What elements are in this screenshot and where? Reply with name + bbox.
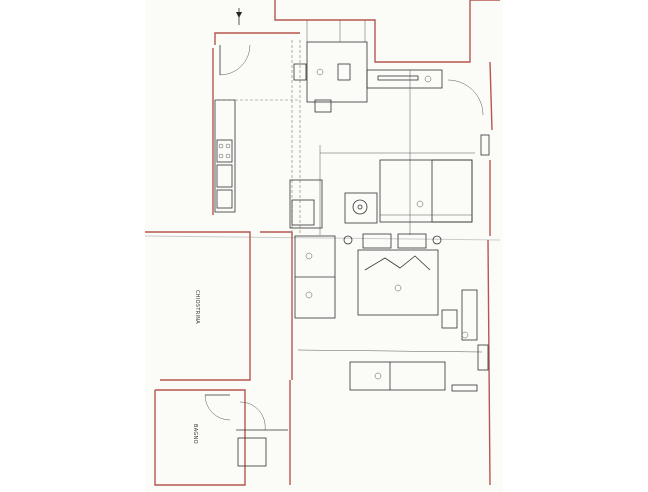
bedroom xyxy=(294,233,489,392)
entrance-door xyxy=(219,8,251,76)
living-area xyxy=(289,79,490,235)
paper-sheet xyxy=(145,0,503,492)
room-label-courtyard: CHIOSTRINA xyxy=(194,290,200,324)
exterior-walls xyxy=(145,0,500,486)
kitchen xyxy=(214,40,301,235)
tv-unit xyxy=(366,69,443,235)
bathroom xyxy=(204,394,288,467)
room-label-bathroom: BAGNO xyxy=(192,424,198,444)
